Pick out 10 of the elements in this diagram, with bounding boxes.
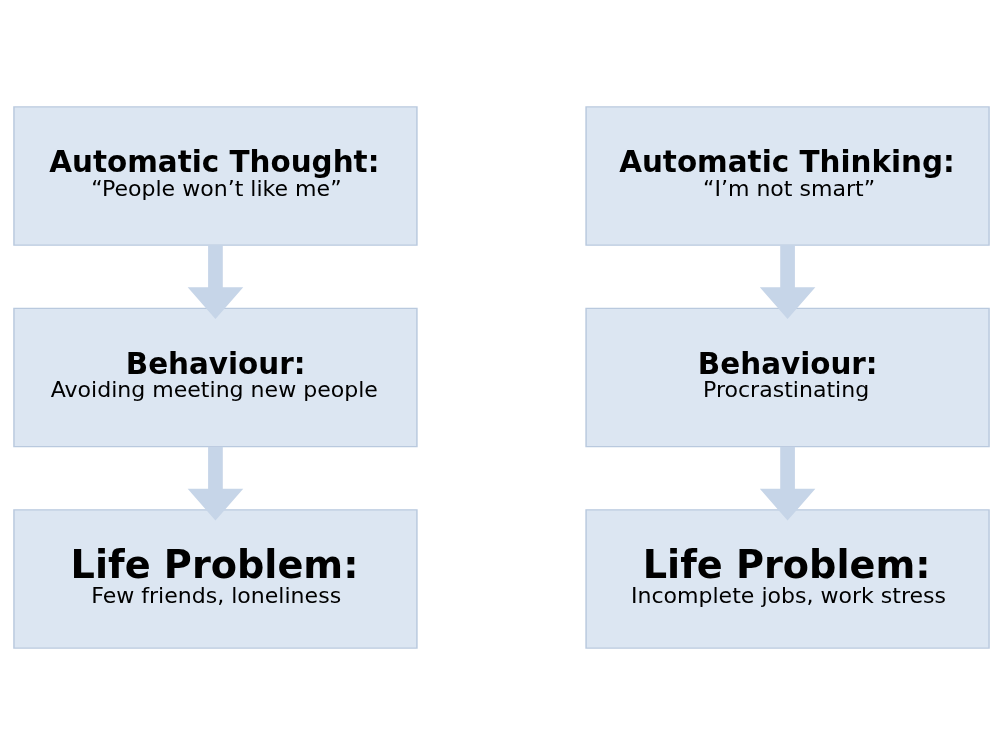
node-box: Life Problem: Incomplete jobs, work stress [585,508,990,649]
arrow [759,244,816,319]
node-box: Behaviour: Procrastinating [585,307,990,447]
node-box: Automatic Thinking: “I’m not smart” [585,105,990,246]
arrow [187,446,244,521]
arrow [187,244,244,319]
node-box: Automatic Thought: “People won’t like me” [13,105,418,246]
node-box: Life Problem: Few friends, loneliness [13,508,418,649]
node-box: Behaviour: Avoiding meeting new people [13,307,418,447]
arrow [759,446,816,521]
